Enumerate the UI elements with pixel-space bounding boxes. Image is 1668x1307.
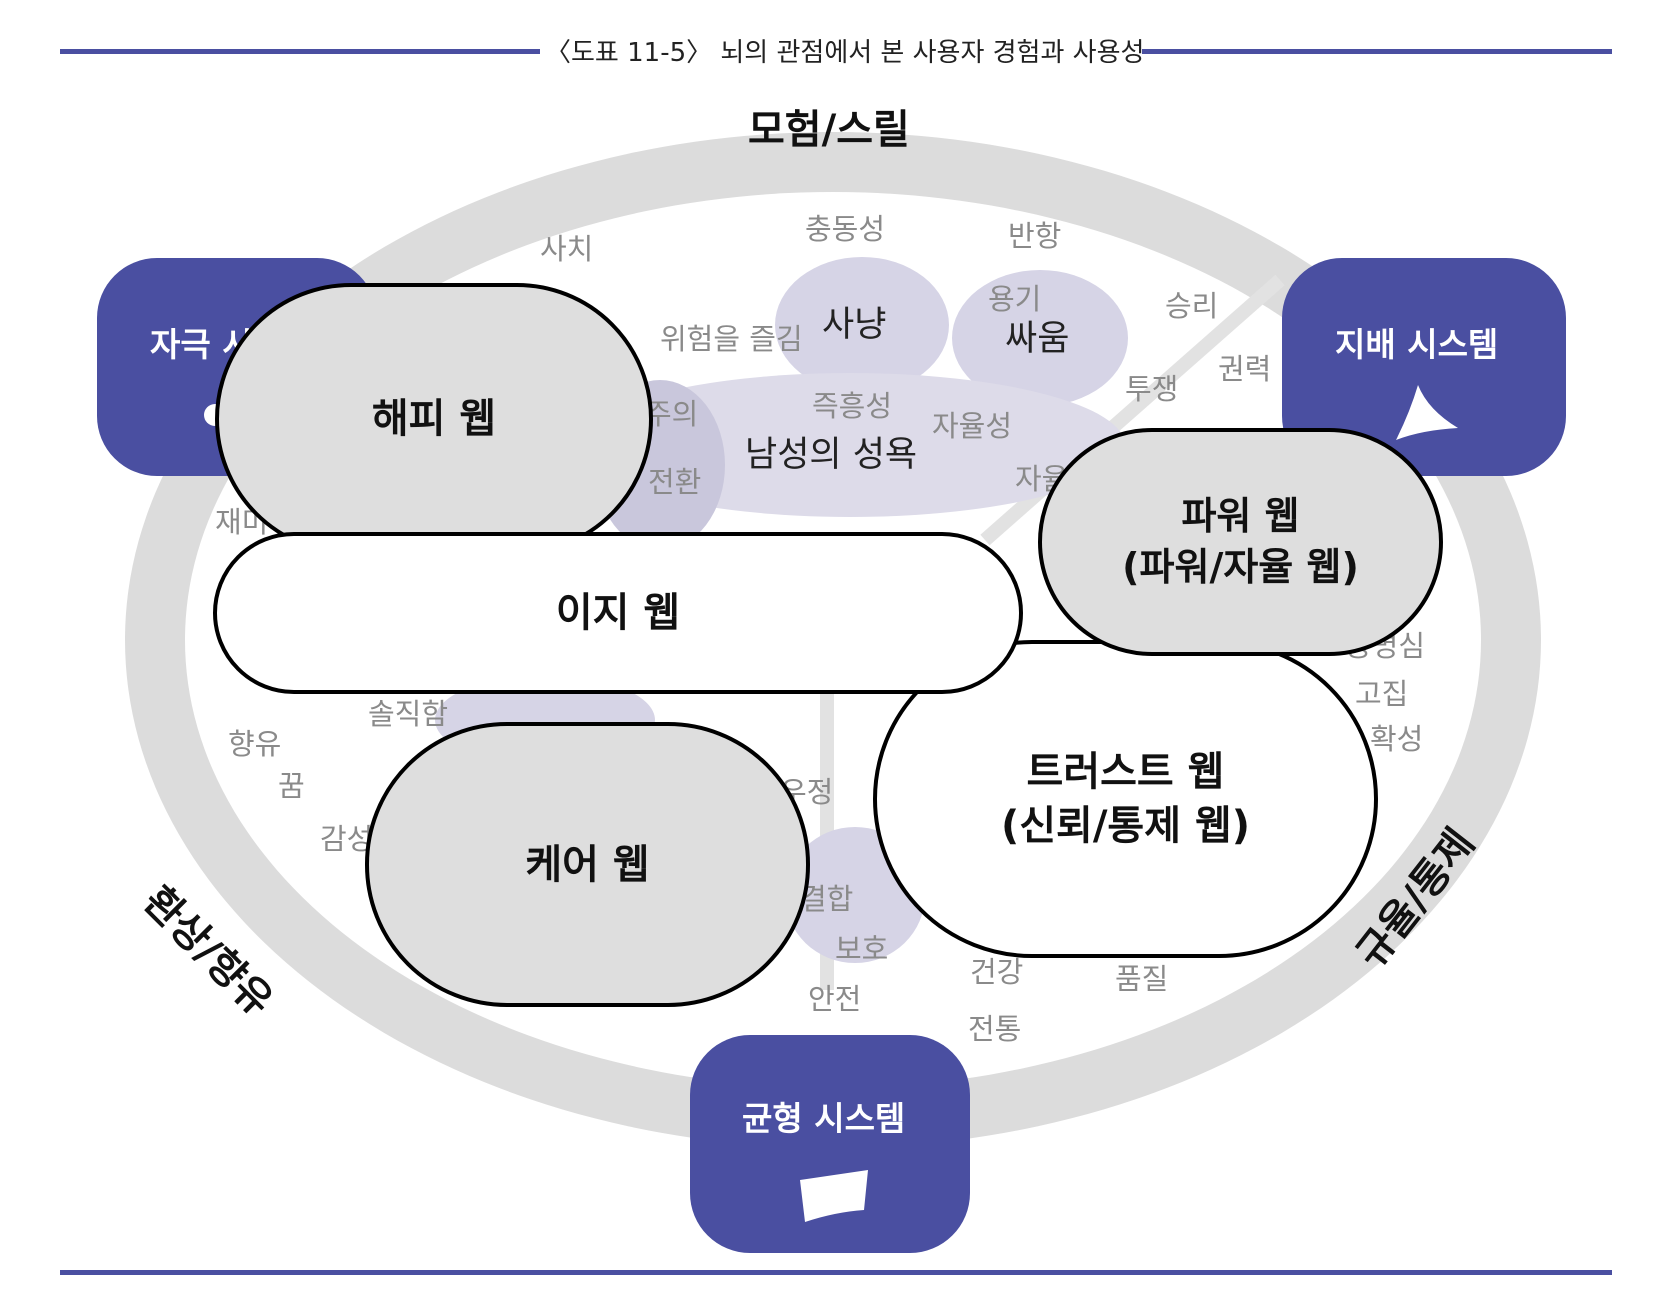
- word-honesty: 솔직함: [368, 697, 449, 731]
- word-safety: 안전: [808, 982, 862, 1016]
- blob-label-male-desire: 남성의 성욕: [745, 435, 918, 475]
- bottom-rule: [60, 1270, 1612, 1275]
- word-emotion-fragment: 감성: [320, 822, 374, 856]
- happy-web: 해피 웹: [215, 283, 653, 555]
- word-protection: 보호: [835, 932, 889, 966]
- balance-system-label: 균형 시스템: [742, 1099, 906, 1138]
- title-rule-left: [60, 49, 540, 54]
- power-web-subtitle: (파워/자율 웹): [1122, 545, 1359, 589]
- word-health: 건강: [970, 955, 1024, 989]
- word-stubbornness: 고집: [1355, 677, 1409, 711]
- easy-web: 이지 웹: [213, 532, 1023, 694]
- word-struggle: 투쟁: [1125, 372, 1179, 406]
- word-spontaneity: 즉흥성: [812, 389, 893, 423]
- word-bonding-fragment: 결합: [800, 882, 854, 916]
- word-quality: 품질: [1115, 962, 1169, 996]
- word-courage: 용기: [988, 282, 1042, 316]
- trust-web-title: 트러스트 웹: [1026, 749, 1225, 795]
- word-switch-fragment: 전환: [648, 465, 702, 499]
- blob-hunting: [775, 257, 949, 393]
- word-autonomy: 자율성: [932, 409, 1013, 443]
- word-luxury: 사치: [540, 232, 594, 266]
- word-rebellion: 반항: [1008, 219, 1062, 253]
- blob-fighting: [952, 270, 1128, 406]
- title-rule-right: [1142, 49, 1612, 54]
- trust-web-subtitle: (신뢰/통제 웹): [1000, 803, 1251, 849]
- happy-web-label: 해피 웹: [371, 396, 497, 442]
- word-impulsiveness: 충동성: [805, 212, 886, 246]
- ring-label-adventure: 모험/스릴: [748, 107, 910, 153]
- dominance-arrow-icon: [1396, 385, 1458, 440]
- word-power: 권력: [1218, 352, 1272, 386]
- blob-label-hunting: 사냥: [822, 305, 887, 345]
- balance-pillow-icon: [800, 1170, 868, 1222]
- blob-label-fighting: 싸움: [1005, 319, 1070, 359]
- dominance-system-label: 지배 시스템: [1335, 325, 1499, 364]
- trust-web: 트러스트 웹 (신뢰/통제 웹): [873, 640, 1378, 958]
- word-enjoyment: 향유: [228, 727, 282, 761]
- word-accuracy-fragment: 확성: [1370, 722, 1424, 756]
- easy-web-label: 이지 웹: [555, 590, 681, 636]
- dominance-system-box: [1282, 258, 1566, 476]
- word-attention-fragment: 주의: [645, 397, 699, 431]
- figure-title-row: 〈도표 11-5〉 뇌의 관점에서 본 사용자 경험과 사용성: [0, 30, 1668, 70]
- balance-system-box: [690, 1035, 970, 1253]
- care-web-label: 케어 웹: [525, 841, 650, 888]
- word-victory: 승리: [1165, 289, 1219, 323]
- power-web: 파워 웹 (파워/자율 웹): [1038, 428, 1443, 656]
- word-dream: 꿈: [278, 769, 305, 803]
- figure-title: 〈도표 11-5〉 뇌의 관점에서 본 사용자 경험과 사용성: [545, 38, 1145, 68]
- care-web: 케어 웹: [365, 722, 810, 1007]
- word-tradition: 전통: [968, 1012, 1022, 1046]
- power-web-title: 파워 웹: [1181, 493, 1300, 538]
- word-enjoy-risk: 위험을 즐김: [660, 322, 803, 356]
